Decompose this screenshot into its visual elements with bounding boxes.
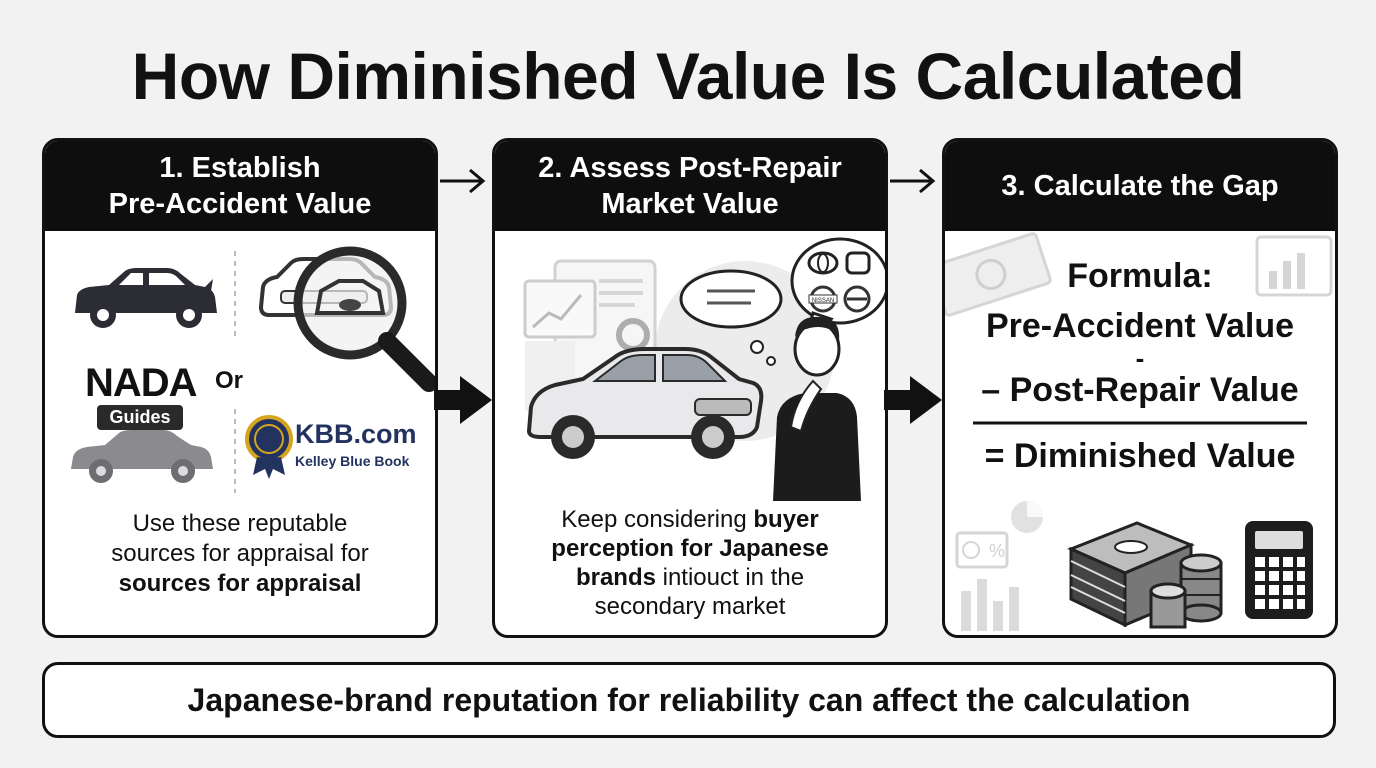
step-1-caption-line1: Use these reputable	[132, 510, 348, 537]
step-2-title-line1: 2. Assess Post-Repair	[538, 152, 842, 184]
big-arrow-2-icon	[884, 376, 942, 424]
kbb-badge-icon	[245, 415, 293, 479]
damaged-car-icon	[75, 268, 217, 328]
step-1-header: 1. Establish Pre-Accident Value	[45, 141, 435, 231]
step-2-header: 2. Assess Post-Repair Market Value	[495, 141, 885, 231]
magnifier-icon	[293, 246, 435, 392]
step-1-illustration	[71, 246, 435, 493]
small-arrow-1-icon	[440, 168, 486, 194]
percent-symbol: %	[989, 541, 1005, 561]
faded-dollar-bill-icon	[945, 232, 1052, 317]
kbb-logo-text: KBB.com	[295, 419, 417, 449]
or-label: Or	[215, 367, 244, 394]
page-title: How Diminished Value Is Calculated	[131, 39, 1245, 113]
step-1-caption-line2: sources for appraisal for	[111, 540, 369, 567]
faded-bar-chart-icon	[1255, 235, 1333, 297]
step-1-title-line1: 1. Establish	[159, 152, 321, 184]
small-arrow-2-icon	[890, 168, 936, 194]
step-3-background-art: %	[945, 232, 1333, 631]
formula-term-pre-accident: Pre-Accident Value	[985, 307, 1294, 345]
nissan-logo-text: NISSAN	[812, 298, 834, 304]
nada-guides-logo: NADA Guides	[85, 361, 198, 430]
step-3-title: 3. Calculate the Gap	[1001, 170, 1279, 202]
step-1-caption: Use these reputable sources for appraisa…	[45, 509, 435, 599]
step-3-header: 3. Calculate the Gap	[945, 141, 1335, 231]
step-2-panel: 2. Assess Post-Repair Market Value	[492, 138, 888, 638]
japanese-brand-logos-icon: NISSAN	[790, 237, 885, 348]
footer-note: Japanese-brand reputation for reliabilit…	[42, 662, 1336, 738]
step-2-caption: Keep considering buyer perception for Ja…	[495, 505, 885, 621]
step-2-caption-bold3: brands	[575, 564, 656, 591]
coin-stack-icon	[1149, 553, 1223, 629]
step-2-caption-line4: secondary market	[594, 593, 786, 620]
step-2-caption-bold1: buyer	[753, 506, 819, 533]
step-1-caption-line3: sources for appraisal	[118, 570, 362, 597]
nada-logo-text: NADA	[85, 361, 198, 405]
kbb-logo-subtext: Kelley Blue Book	[295, 453, 410, 469]
calculator-icon	[1245, 521, 1313, 619]
sedan-car-icon	[526, 347, 764, 459]
speech-bubble-icon	[679, 269, 783, 366]
nada-logo-subtext: Guides	[97, 405, 183, 430]
step-2-caption-bold2: perception for Japanese	[551, 535, 829, 562]
formula-term-post-repair: – Post-Repair Value	[981, 371, 1299, 409]
footer-note-text: Japanese-brand reputation for reliabilit…	[187, 681, 1191, 718]
step-2-title-line2: Market Value	[601, 188, 779, 220]
step-2-caption-post: intiouct in the	[655, 564, 805, 591]
step-3-panel: 3. Calculate the Gap %	[942, 138, 1338, 638]
step-2-illustration: NISSAN	[523, 237, 885, 501]
step-1-title-line2: Pre-Accident Value	[108, 188, 372, 220]
faded-pie-chart-icon: %	[955, 501, 1043, 631]
big-arrow-1-icon	[434, 376, 492, 424]
thinking-person-icon	[773, 316, 861, 501]
formula-label: Formula:	[1067, 257, 1213, 295]
step-2-caption-pre: Keep considering	[561, 506, 754, 533]
step-2-caption-line1: Keep considering buyer	[495, 505, 885, 534]
formula-minus: -	[1135, 343, 1145, 373]
grey-car-icon	[71, 430, 213, 483]
formula-result: = Diminished Value	[984, 437, 1296, 475]
step-2-caption-line3: brands intiouct in the	[495, 563, 885, 592]
step-1-panel: 1. Establish Pre-Accident Value	[42, 138, 438, 638]
